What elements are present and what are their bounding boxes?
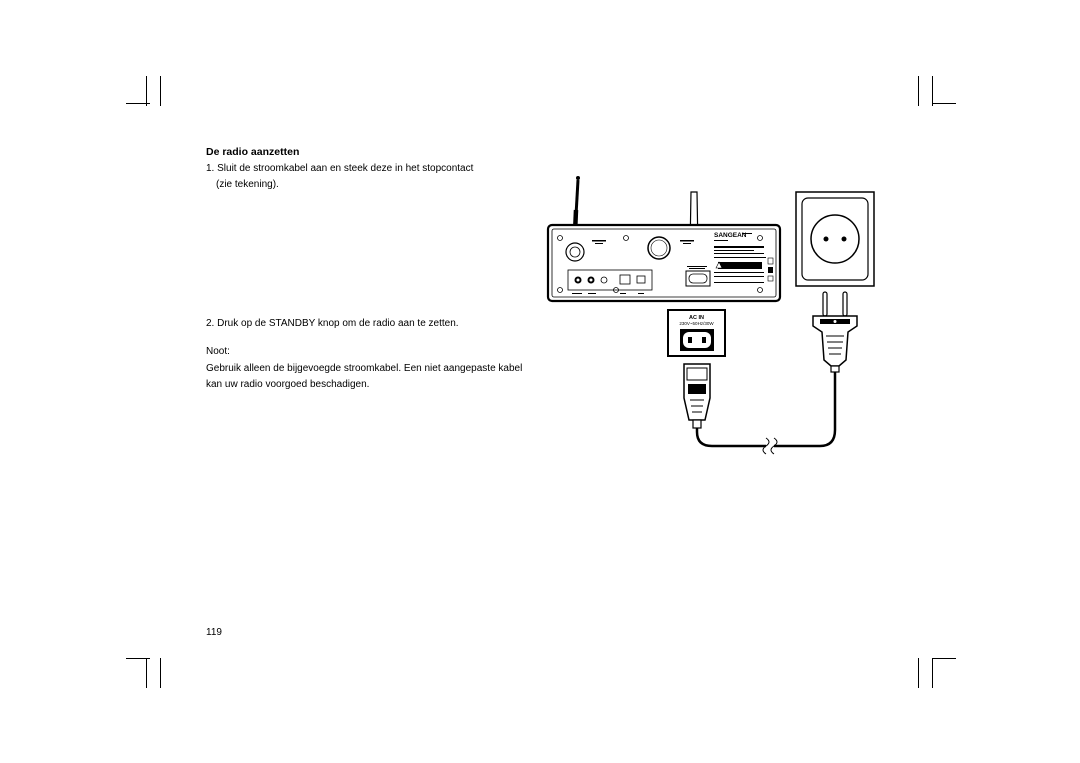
- crop-mark-br-h: [932, 658, 956, 659]
- iec-connector: [683, 363, 711, 429]
- crop-mark-tr-h: [932, 103, 956, 104]
- crop-mark-br-v2: [932, 658, 933, 688]
- ac-rating-label: 230V~50Hz/30W: [679, 321, 714, 326]
- crop-mark-tr-v2: [932, 76, 933, 106]
- section-heading: De radio aanzetten: [206, 146, 300, 158]
- ac-in-label: AC IN: [689, 315, 704, 321]
- crop-mark-br-v1: [918, 658, 919, 688]
- wall-socket: [795, 191, 875, 287]
- ac-in-detail: AC IN 230V~50Hz/30W: [667, 309, 726, 357]
- note-line1: Gebruik alleen de bijgevoegde stroomkabe…: [206, 363, 523, 374]
- crop-mark-bl-v1: [146, 658, 147, 688]
- euro-plug: [812, 291, 858, 373]
- crop-mark-tl-v2: [160, 76, 161, 106]
- power-connection-illustration: SANGEAN AC IN 230V~50Hz/30W: [546, 176, 875, 455]
- crop-mark-bl-h: [126, 658, 150, 659]
- note-label: Noot:: [206, 346, 230, 357]
- step1-line2: (zie tekening).: [216, 179, 279, 190]
- brand-logo: SANGEAN: [714, 232, 747, 239]
- step2-text: 2. Druk op de STANDBY knop om de radio a…: [206, 318, 459, 329]
- radio-back-panel: SANGEAN: [546, 223, 782, 303]
- crop-mark-bl-v2: [160, 658, 161, 688]
- step1-line1: 1. Sluit de stroomkabel aan en steek dez…: [206, 163, 474, 174]
- page-number: 119: [206, 627, 222, 638]
- crop-mark-tl-v1: [146, 76, 147, 106]
- power-cable: [695, 372, 837, 455]
- note-line2: kan uw radio voorgoed beschadigen.: [206, 379, 370, 390]
- crop-mark-tr-v1: [918, 76, 919, 106]
- crop-mark-tl-h: [126, 103, 150, 104]
